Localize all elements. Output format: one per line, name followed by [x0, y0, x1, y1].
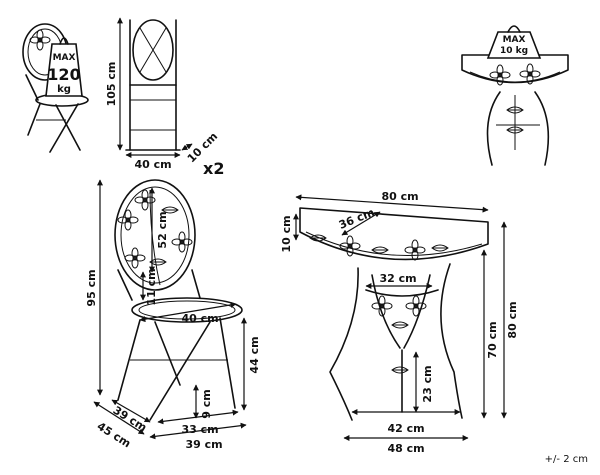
chair-leg-height-label: 9 cm	[200, 389, 213, 418]
table-base-inner-label: 42 cm	[387, 422, 424, 435]
table-shelf-width-label: 32 cm	[379, 272, 416, 285]
table-base-outer-dimension: 48 cm	[343, 435, 469, 455]
table-shelf-height-dimension: 23 cm	[413, 351, 434, 413]
table-width-dimension: 80 cm	[295, 190, 489, 213]
table-illustration	[299, 207, 489, 421]
chair-gap-label: 11 cm	[145, 268, 158, 305]
folded-height-dimension: 105 cm	[105, 17, 123, 151]
table-leg-height-dimension: 70 cm	[481, 249, 499, 419]
chair-illustration	[114, 179, 243, 421]
table-depth-label: 36 cm	[337, 206, 376, 232]
chair-seat-height-label: 44 cm	[248, 336, 261, 373]
table-height-label: 80 cm	[506, 301, 519, 338]
chair-weight-icon: MAX 120 kg	[45, 37, 83, 97]
table-weight-value: 10 kg	[500, 46, 528, 56]
chair-weight-max: MAX	[53, 53, 76, 63]
chair-weight-unit: kg	[57, 84, 71, 95]
chair-leg-height-dimension: 9 cm	[193, 384, 213, 419]
chair-back-height-dimension: 52 cm	[149, 187, 169, 273]
table-height-dimension: 80 cm	[501, 221, 519, 419]
table-shelf-width-dimension: 32 cm	[365, 272, 433, 289]
chair-seat-width-label: 40 cm	[181, 312, 218, 325]
chair-base-width-dimension: 39 cm	[149, 422, 247, 451]
table-depth-dimension: 36 cm	[337, 206, 381, 236]
table-weight-icon: MAX 10 kg	[486, 25, 542, 59]
chair-seat-height-dimension: 44 cm	[241, 317, 261, 411]
chair-back-height-label: 52 cm	[156, 211, 169, 248]
chair-gap-dimension: 11 cm	[140, 268, 158, 306]
table-apron-dimension: 10 cm	[280, 213, 299, 253]
chair-base-width-label: 39 cm	[185, 438, 222, 451]
chair-leg-span-dimension: 33 cm	[157, 409, 239, 436]
table-base-inner-dimension: 42 cm	[351, 409, 461, 435]
folded-height-label: 105 cm	[105, 62, 118, 107]
table-base-outer-label: 48 cm	[387, 442, 424, 455]
table-width-label: 80 cm	[381, 190, 418, 203]
chair-weight-value: 120	[47, 65, 80, 84]
chair-height-dimension: 95 cm	[85, 179, 103, 396]
table-load-illustration	[461, 54, 569, 166]
table-leg-height-label: 70 cm	[486, 321, 499, 358]
folded-width-label: 40 cm	[134, 158, 171, 171]
folded-chair-illustration	[125, 19, 181, 151]
table-weight-max: MAX	[503, 35, 526, 45]
tolerance-note: +/- 2 cm	[545, 454, 588, 465]
table-apron-label: 10 cm	[280, 215, 293, 252]
quantity-label: x2	[203, 159, 224, 178]
table-shelf-height-label: 23 cm	[421, 365, 434, 402]
folded-width-dimension: 40 cm	[125, 152, 181, 171]
chair-seat-width-dimension: 40 cm	[139, 301, 237, 325]
chair-height-label: 95 cm	[85, 269, 98, 306]
